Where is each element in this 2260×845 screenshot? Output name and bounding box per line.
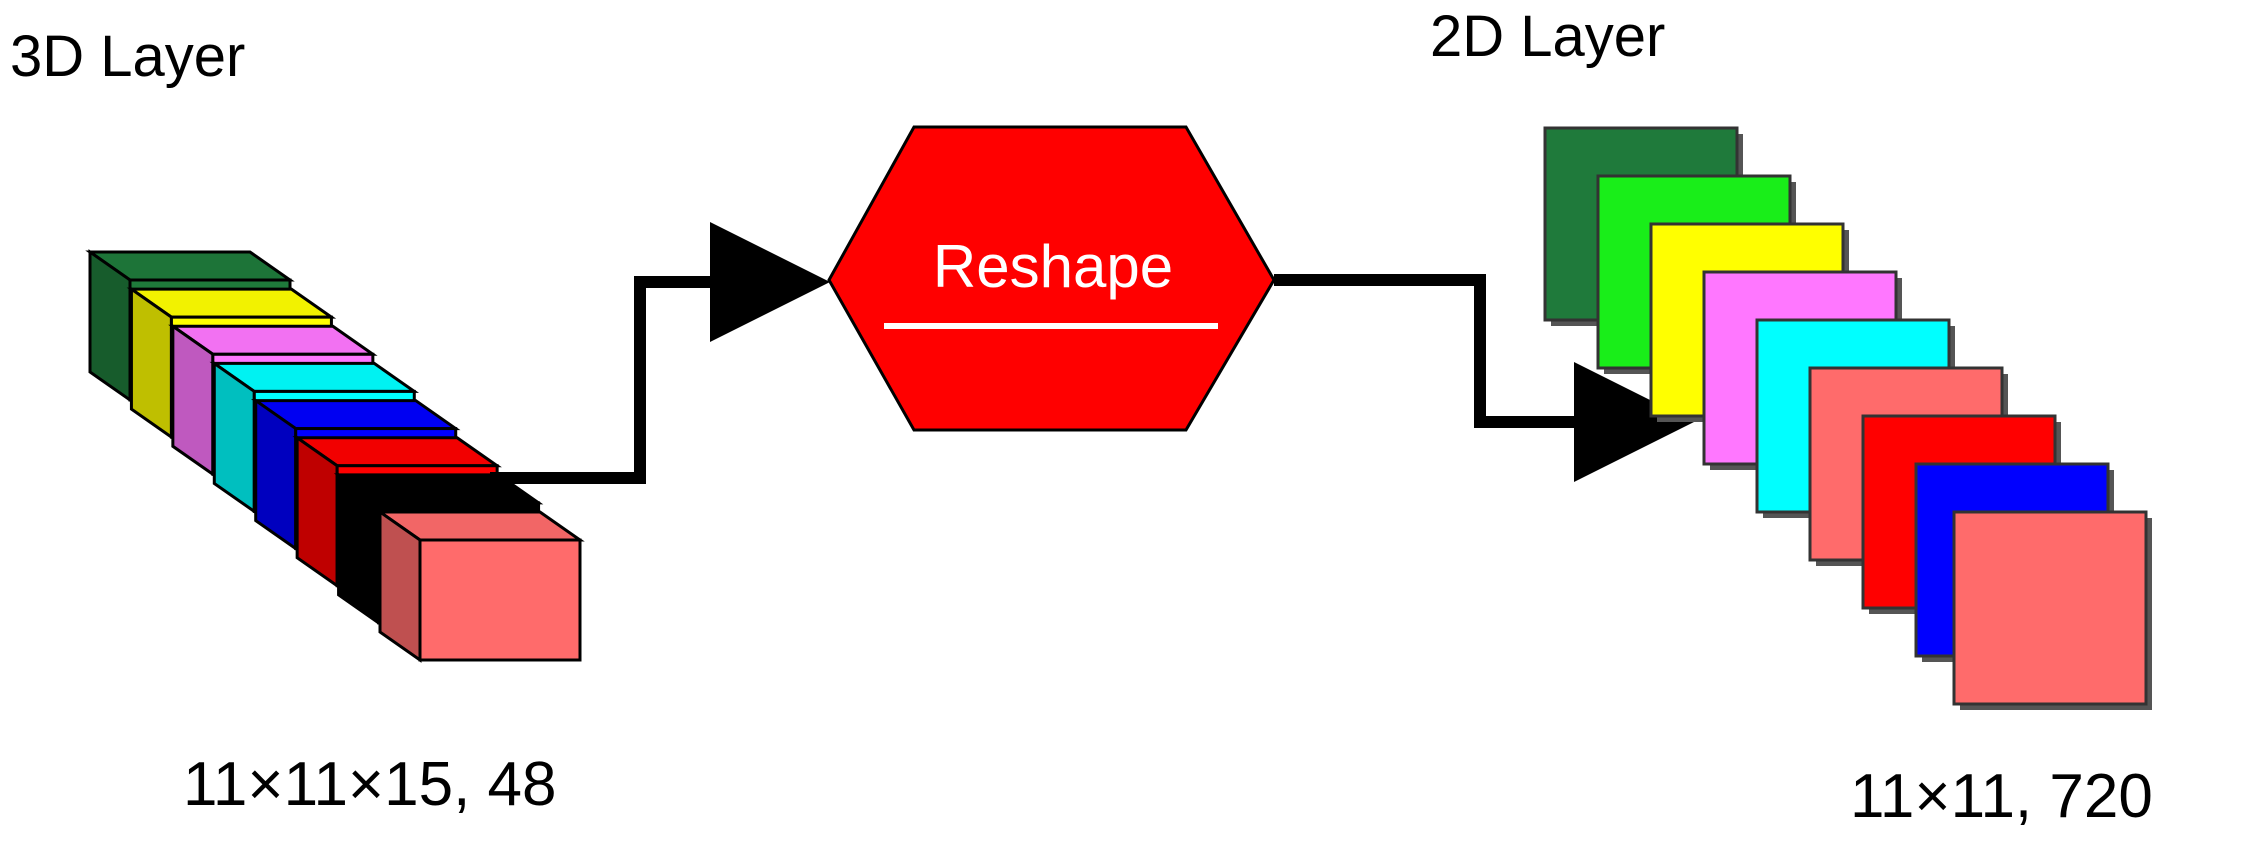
cube-slice-side: [295, 434, 339, 589]
cube-slice-side: [337, 471, 381, 626]
layer-3d-title: 3D Layer: [10, 24, 245, 89]
layer-2d-title: 2D Layer: [1430, 4, 1665, 69]
cube-slice-front: [418, 538, 582, 662]
cube-slice-8: [375, 509, 585, 663]
cube-slice-side: [88, 249, 132, 403]
cube-slice-side: [254, 397, 298, 552]
layer-3d-cuboid: [85, 249, 585, 663]
feature-map-9: [1952, 510, 2148, 706]
connector-arrow-right: [1274, 274, 1694, 482]
connector-arrow-left: [490, 222, 830, 484]
layer-2d-dimensions: 11×11, 720: [1850, 762, 2153, 831]
layer-3d-dimensions: 11×11×15, 48: [183, 750, 557, 819]
cube-slice-side: [171, 323, 215, 478]
reshape-node: Reshape: [827, 125, 1276, 432]
reshape-label: Reshape: [933, 233, 1173, 300]
cube-slice-side: [129, 286, 173, 441]
cube-slice-side: [212, 360, 256, 515]
cube-slice-side: [378, 509, 422, 663]
layer-2d-stack: [1543, 126, 2152, 710]
